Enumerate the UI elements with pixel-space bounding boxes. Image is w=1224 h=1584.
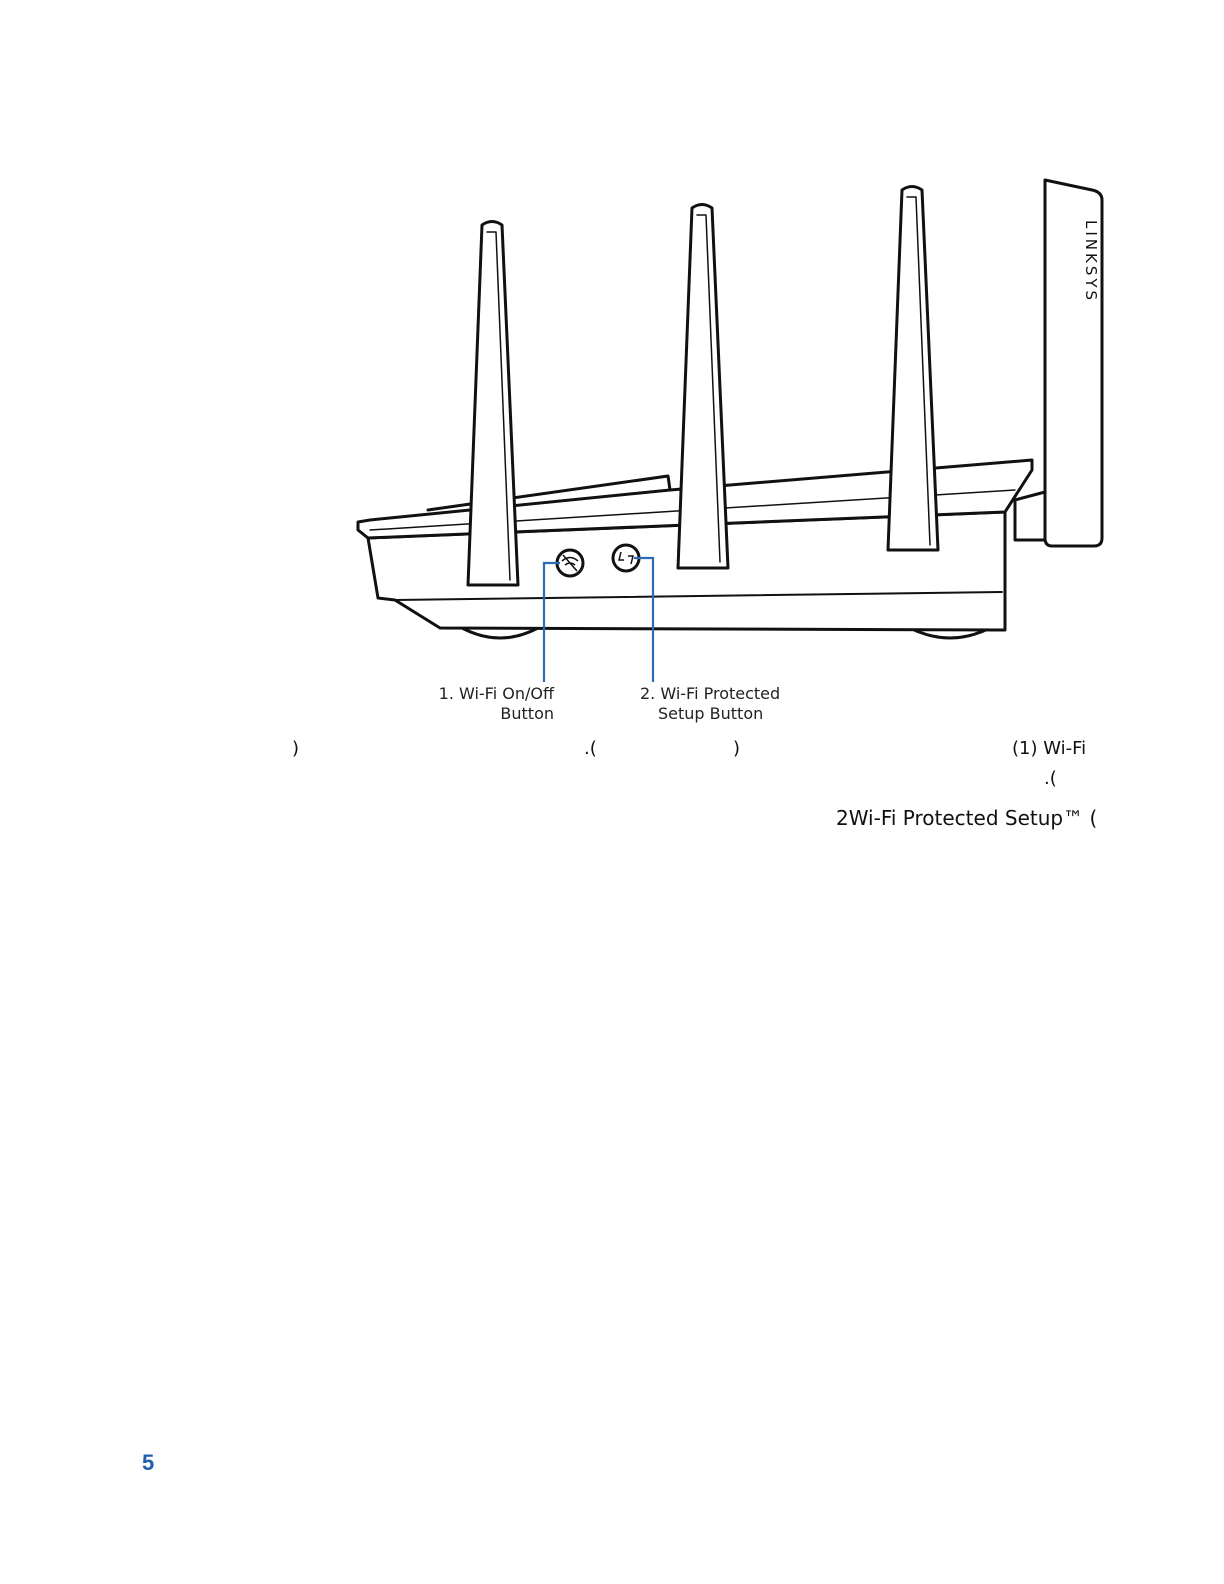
text-fragment: .(: [584, 738, 597, 760]
callout-1-line2: Button: [430, 704, 554, 724]
brand-logo-text: LINKSYS: [1082, 220, 1100, 303]
callout-wps: 2. Wi-Fi Protected Setup Button: [640, 684, 786, 724]
text-fragment: ): [292, 738, 299, 760]
callout-2-line2: Setup Button: [640, 704, 786, 724]
section-heading-fragment: 2Wi-Fi Protected Setup™ (: [836, 806, 1097, 830]
page-number: 5: [142, 1450, 154, 1476]
antenna-right: [888, 187, 938, 551]
text-fragment: (1) Wi-Fi: [1012, 738, 1086, 760]
text-fragment: ): [733, 738, 740, 760]
callout-2-line1: 2. Wi-Fi Protected: [640, 684, 780, 703]
text-fragment: .(: [1044, 768, 1057, 790]
callout-wifi-on-off: 1. Wi-Fi On/Off Button: [430, 684, 554, 724]
callout-1-line1: 1. Wi-Fi On/Off: [439, 684, 554, 703]
antenna-middle: [678, 205, 728, 569]
antenna-left: [468, 222, 518, 586]
router-side-illustration: LINKSYS: [0, 0, 1224, 740]
